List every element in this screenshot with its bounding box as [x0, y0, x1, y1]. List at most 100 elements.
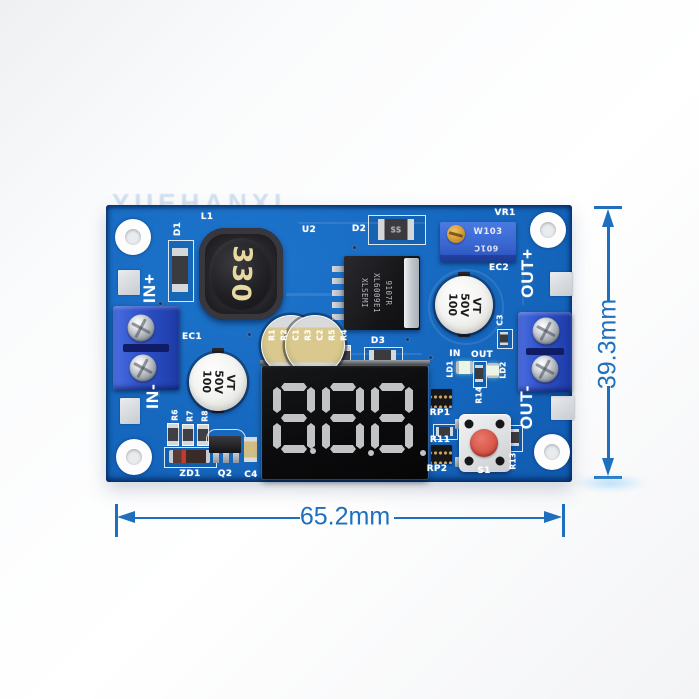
output-electrolytic-capacitor: VT 50V 100: [435, 276, 493, 334]
seven-segment-display: [262, 366, 428, 479]
resistor-network-rp1: [431, 389, 452, 408]
decimal-point: [368, 450, 374, 456]
ic-pin: [332, 290, 345, 296]
ic-marking-line3: 9107R: [384, 280, 393, 306]
resistor-r13: [511, 429, 519, 446]
port-label-out-plus: OUT+: [518, 248, 537, 298]
digit-segment: [281, 383, 307, 391]
power-inductor: 330: [199, 228, 283, 320]
ref-s1: S1: [477, 466, 491, 476]
ref-r14: R14: [474, 386, 484, 404]
ic-pin: [332, 302, 345, 308]
solder-pad: [118, 270, 140, 295]
diode-d1: [172, 248, 188, 292]
pcb-trace: [286, 293, 342, 296]
digit-segment: [322, 423, 330, 449]
diode-d2-marking: SS: [390, 225, 402, 234]
led-label-out: OUT: [471, 350, 493, 360]
ic-pin: [332, 278, 345, 284]
arrow-left-icon: [117, 511, 135, 523]
display-digit: [273, 383, 315, 453]
solder-pad: [120, 398, 140, 424]
dimension-tick-top: [594, 206, 622, 209]
output-indicator-led: [487, 363, 499, 378]
ref-r8: R8: [200, 410, 210, 422]
ic-pin: [332, 314, 345, 320]
transistor-q2: [209, 436, 241, 453]
ref-d1: D1: [173, 221, 183, 237]
resistor-r11: [436, 427, 453, 436]
capacitor-marking: VT 50V 100: [445, 292, 484, 318]
zener-zd1: [169, 450, 210, 463]
smd-capacitor: [285, 315, 345, 375]
port-label-in-plus: IN+: [140, 273, 159, 303]
digit-segment: [371, 387, 379, 413]
ref-r5: R5: [327, 329, 337, 341]
smd-resistor: [167, 423, 179, 446]
ref-r7: R7: [185, 410, 195, 422]
ref-u2: U2: [301, 225, 317, 235]
terminal-screw: [531, 355, 559, 383]
pcb-module: IN+ IN- OUT+ OUT- D1 L1 330 U2 9107R XL6…: [106, 205, 574, 482]
digit-segment: [371, 423, 379, 449]
via: [158, 301, 163, 306]
digit-segment: [405, 423, 413, 449]
ref-r13: R13: [508, 452, 518, 470]
digit-segment: [379, 383, 405, 391]
via: [405, 337, 410, 342]
ref-r11: R11: [429, 435, 451, 445]
ref-rp2: RP2: [426, 464, 448, 474]
digit-segment: [273, 387, 281, 413]
cap-marking-50v: 50V: [457, 292, 472, 318]
ref-r2: R2: [279, 329, 289, 341]
via: [247, 332, 252, 337]
capacitor-c4: [244, 437, 257, 462]
port-label-out-minus: OUT-: [517, 384, 536, 430]
digit-segment: [379, 414, 405, 422]
digit-segment: [273, 423, 281, 449]
light-reflection: [558, 471, 662, 495]
dimension-line: [394, 516, 545, 519]
ref-q2: Q2: [217, 469, 233, 479]
ic-pin: [332, 266, 345, 272]
digit-segment: [281, 445, 307, 453]
ref-ld2: LD2: [498, 361, 508, 379]
ref-rp1: RP1: [429, 408, 451, 418]
digit-segment: [330, 383, 356, 391]
ref-r4: R4: [339, 329, 349, 341]
arrow-right-icon: [544, 511, 562, 523]
transistor-leg: [223, 453, 229, 463]
switch-leg: [455, 457, 462, 467]
mounting-hole: [116, 439, 152, 475]
display-edge: [260, 360, 430, 366]
cap-marking-50v: 50V: [211, 369, 226, 395]
dimension-tick-right: [562, 504, 565, 537]
switch-button: [470, 429, 498, 457]
digit-segment: [307, 423, 315, 449]
digit-segment: [356, 423, 364, 449]
switch-contact: [464, 419, 474, 429]
digit-segment: [379, 445, 405, 453]
ref-ld1: LD1: [445, 360, 455, 378]
resistor-r14: [475, 365, 483, 382]
terminal-slot: [123, 344, 169, 352]
switch-contact: [495, 419, 505, 429]
digit-segment: [281, 414, 307, 422]
diode-d3: [369, 350, 396, 360]
ref-r6: R6: [170, 409, 180, 421]
trimmer-screw: [447, 225, 465, 243]
ref-r3: R3: [303, 329, 313, 341]
ic-heatsink-tab: [404, 258, 419, 328]
digit-segment: [322, 387, 330, 413]
mounting-hole: [530, 212, 566, 248]
transistor-leg: [213, 453, 219, 463]
digit-segment: [330, 445, 356, 453]
ref-c2: C2: [315, 329, 325, 341]
dimension-tick-left: [115, 504, 118, 537]
port-label-in-minus: IN-: [143, 383, 162, 409]
transistor-q2-outline: [206, 429, 246, 442]
width-dimension-label: 65.2mm: [299, 502, 391, 531]
trimmer-marking-top: W103: [473, 227, 503, 237]
resistor-network-rp2: [431, 445, 452, 464]
